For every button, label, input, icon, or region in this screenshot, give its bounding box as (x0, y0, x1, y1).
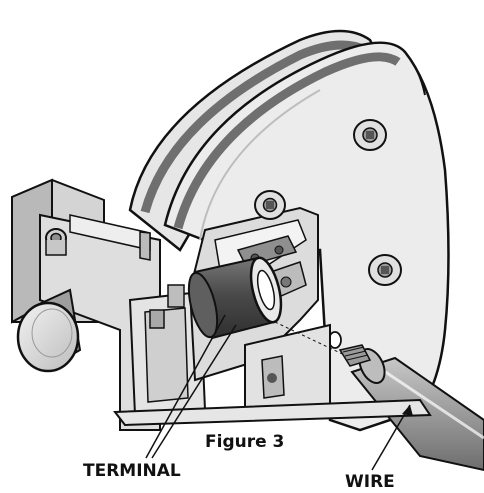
wire-leader (371, 404, 411, 471)
screw-right (368, 254, 402, 286)
rear-frame-plate (39, 213, 161, 431)
wire-leader-arrowhead (402, 405, 413, 416)
base-plate (113, 398, 432, 427)
leader-lines (145, 314, 413, 471)
terminal-leader-1 (145, 314, 226, 459)
terminal-leader-2 (151, 324, 237, 459)
adjustment-screw (45, 228, 67, 256)
screw-middle (254, 190, 286, 220)
screw-top (353, 119, 387, 151)
terminal-callout: TERMINAL (83, 461, 181, 481)
wire-callout: WIRE (345, 472, 395, 492)
terminal-barrel (187, 256, 283, 340)
figure-caption: Figure 3 (205, 432, 284, 452)
knob (16, 288, 82, 373)
lower-bracket (244, 323, 331, 422)
